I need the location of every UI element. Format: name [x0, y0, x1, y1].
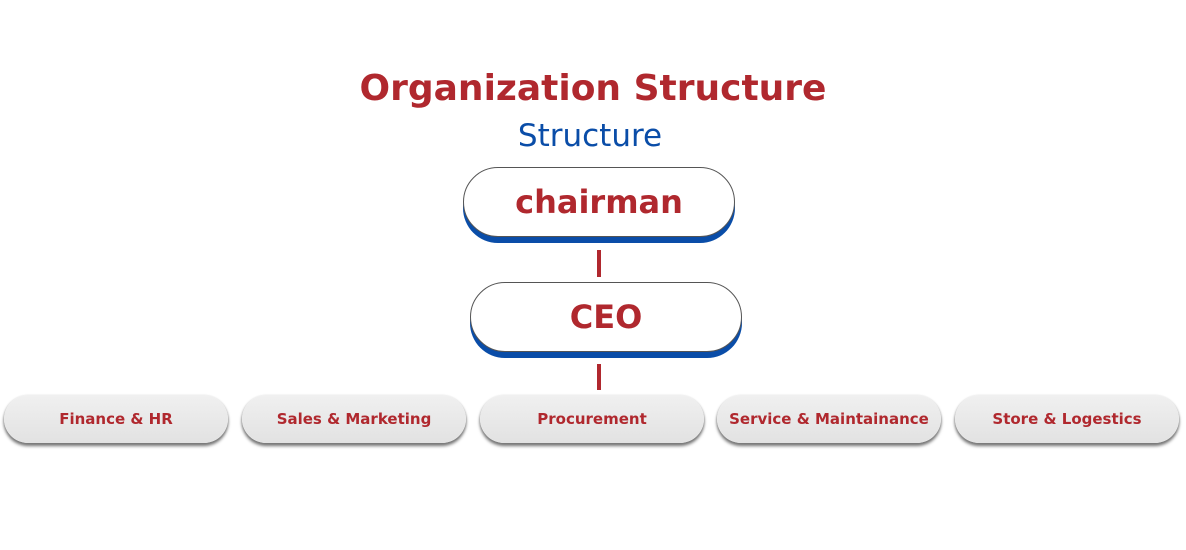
dept-node-service-maintenance: Service & Maintainance [717, 395, 941, 443]
connector-line [597, 364, 601, 390]
dept-node-sales-marketing: Sales & Marketing [242, 395, 466, 443]
ceo-node: CEO [470, 282, 742, 352]
dept-node-store-logistics: Store & Logestics [955, 395, 1179, 443]
page-subtitle: Structure [517, 118, 663, 154]
dept-node-finance-hr: Finance & HR [4, 395, 228, 443]
dept-node-procurement: Procurement [480, 395, 704, 443]
chairman-node: chairman [463, 167, 735, 237]
connector-line [597, 250, 601, 277]
page-title: Organization Structure [359, 68, 827, 109]
